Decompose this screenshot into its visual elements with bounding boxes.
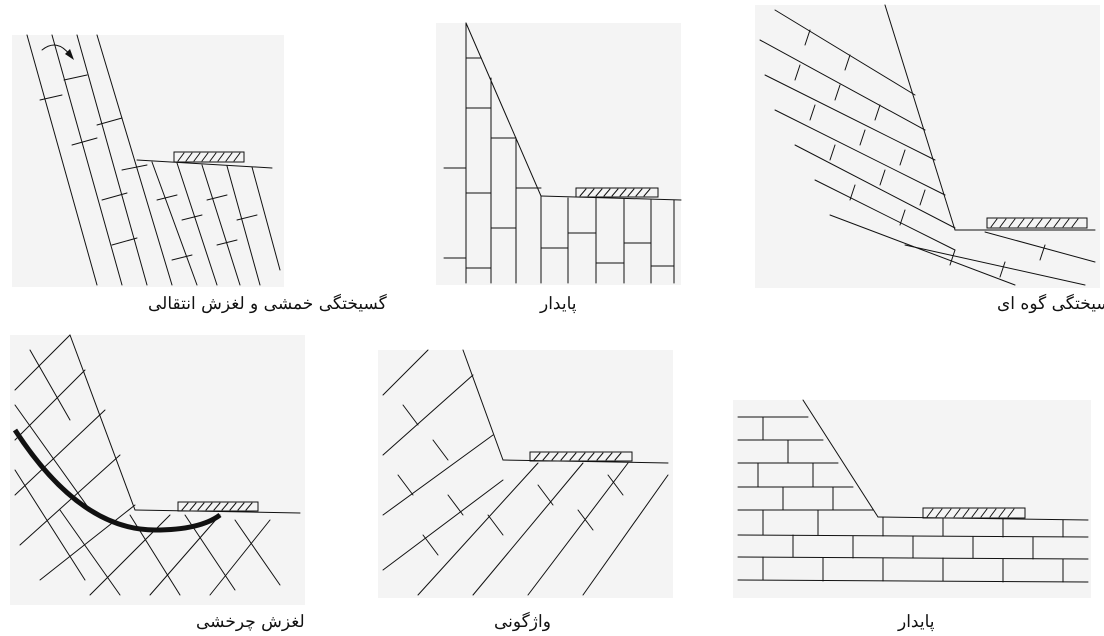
toppling-diagram [378,345,678,600]
caption-stable-top: پایدار [540,294,577,314]
rotational-slide-diagram [10,330,310,610]
caption-stable-bottom: پایدار [898,612,935,632]
flexural-failure-diagram [12,30,287,290]
stable-vertical-diagram [436,18,686,288]
wedge-failure-diagram [755,0,1104,290]
panel-stable-horizontal [733,395,1093,600]
caption-rotational-slide: لغزش چرخشی [196,612,305,632]
caption-flexural-failure: گسیختگی خمشی و لغزش انتقالی [148,294,387,314]
stable-horizontal-diagram [733,395,1093,600]
panel-wedge-failure [755,0,1104,290]
panel-rotational-slide [10,330,310,610]
caption-toppling: واژگونی [494,612,551,632]
panel-flexural-failure [12,30,287,290]
panel-toppling [378,345,678,600]
panel-stable-vertical [436,18,686,288]
caption-wedge-failure: گسیختگی گوه ای [997,294,1104,314]
